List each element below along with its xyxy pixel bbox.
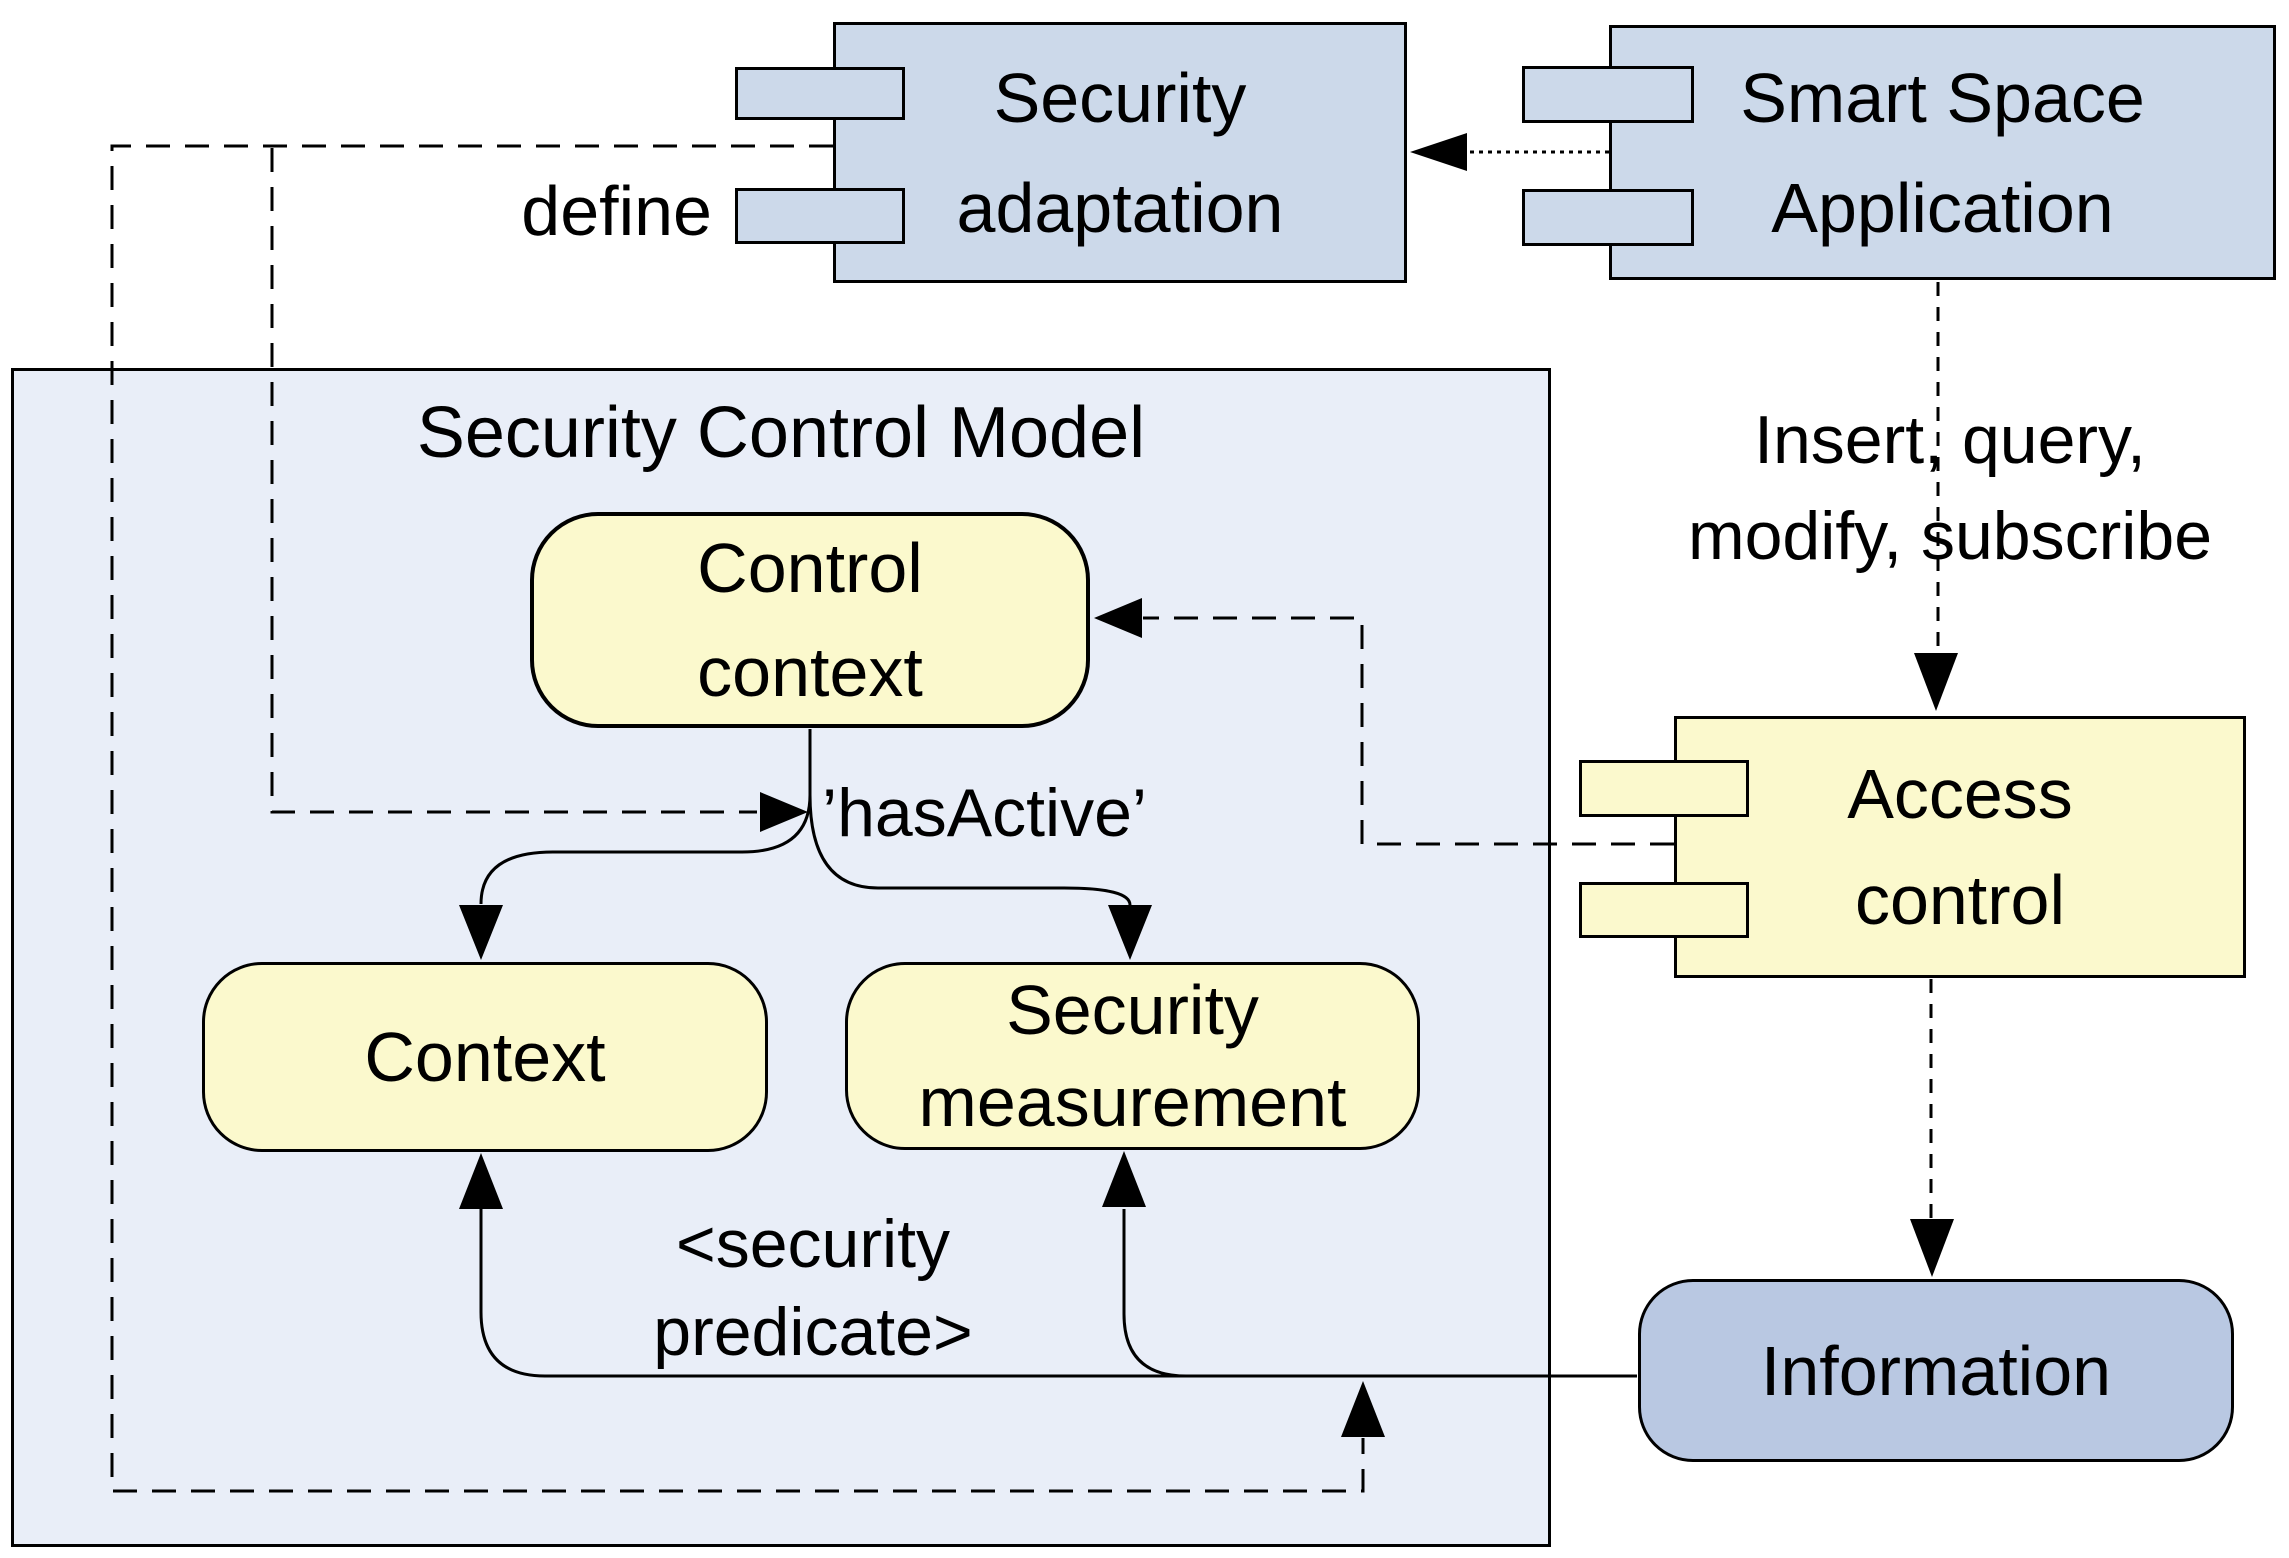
security-measurement-label-line1: Security bbox=[1006, 971, 1259, 1049]
smart-space-application-port-top bbox=[1522, 66, 1694, 123]
security-measurement-label-line2: measurement bbox=[918, 1063, 1347, 1141]
smart-space-application-component: Smart Space Application bbox=[1609, 25, 2276, 280]
security-adaptation-label-line2: adaptation bbox=[956, 168, 1284, 247]
access-control-port-bottom bbox=[1579, 882, 1749, 938]
context-node: Context bbox=[202, 962, 768, 1152]
access-control-label-line2: control bbox=[1854, 861, 2066, 939]
security-adaptation-port-top bbox=[735, 67, 905, 120]
smart-space-application-label-line2: Application bbox=[1771, 168, 2114, 247]
access-control-component: Access control bbox=[1674, 716, 2246, 978]
security-predicate-label-line1: <security bbox=[676, 1206, 950, 1282]
security-predicate-label-line2: predicate> bbox=[653, 1294, 973, 1370]
context-label: Context bbox=[364, 1018, 606, 1096]
control-context-label-line2: context bbox=[697, 633, 923, 711]
smart-space-application-port-bottom bbox=[1522, 189, 1694, 246]
security-adaptation-port-bottom bbox=[735, 188, 905, 244]
io-ops-label-line2: modify, subscribe bbox=[1687, 498, 2213, 574]
security-measurement-node: Security measurement bbox=[845, 962, 1420, 1150]
access-control-port-top bbox=[1579, 760, 1749, 817]
control-context-label-line1: Control bbox=[697, 529, 923, 607]
ssa-to-security-adaptation-arrowhead bbox=[1410, 133, 1467, 171]
security-adaptation-component: Security adaptation bbox=[833, 22, 1407, 283]
define-label: define bbox=[521, 172, 712, 250]
access-control-down-arrowhead bbox=[1914, 653, 1958, 711]
information-node: Information bbox=[1638, 1279, 2234, 1462]
access-control-label-line1: Access bbox=[1847, 755, 2073, 833]
security-adaptation-label-line1: Security bbox=[993, 58, 1247, 137]
information-label: Information bbox=[1760, 1331, 2112, 1410]
io-ops-label-line1: Insert, query, bbox=[1754, 402, 2146, 478]
smart-space-application-label-line1: Smart Space bbox=[1740, 58, 2145, 137]
has-active-label: ’hasActive’ bbox=[822, 775, 1148, 851]
control-context-node: Control context bbox=[530, 512, 1090, 728]
information-down-arrowhead bbox=[1910, 1219, 1954, 1277]
container-title: Security Control Model bbox=[416, 393, 1146, 473]
